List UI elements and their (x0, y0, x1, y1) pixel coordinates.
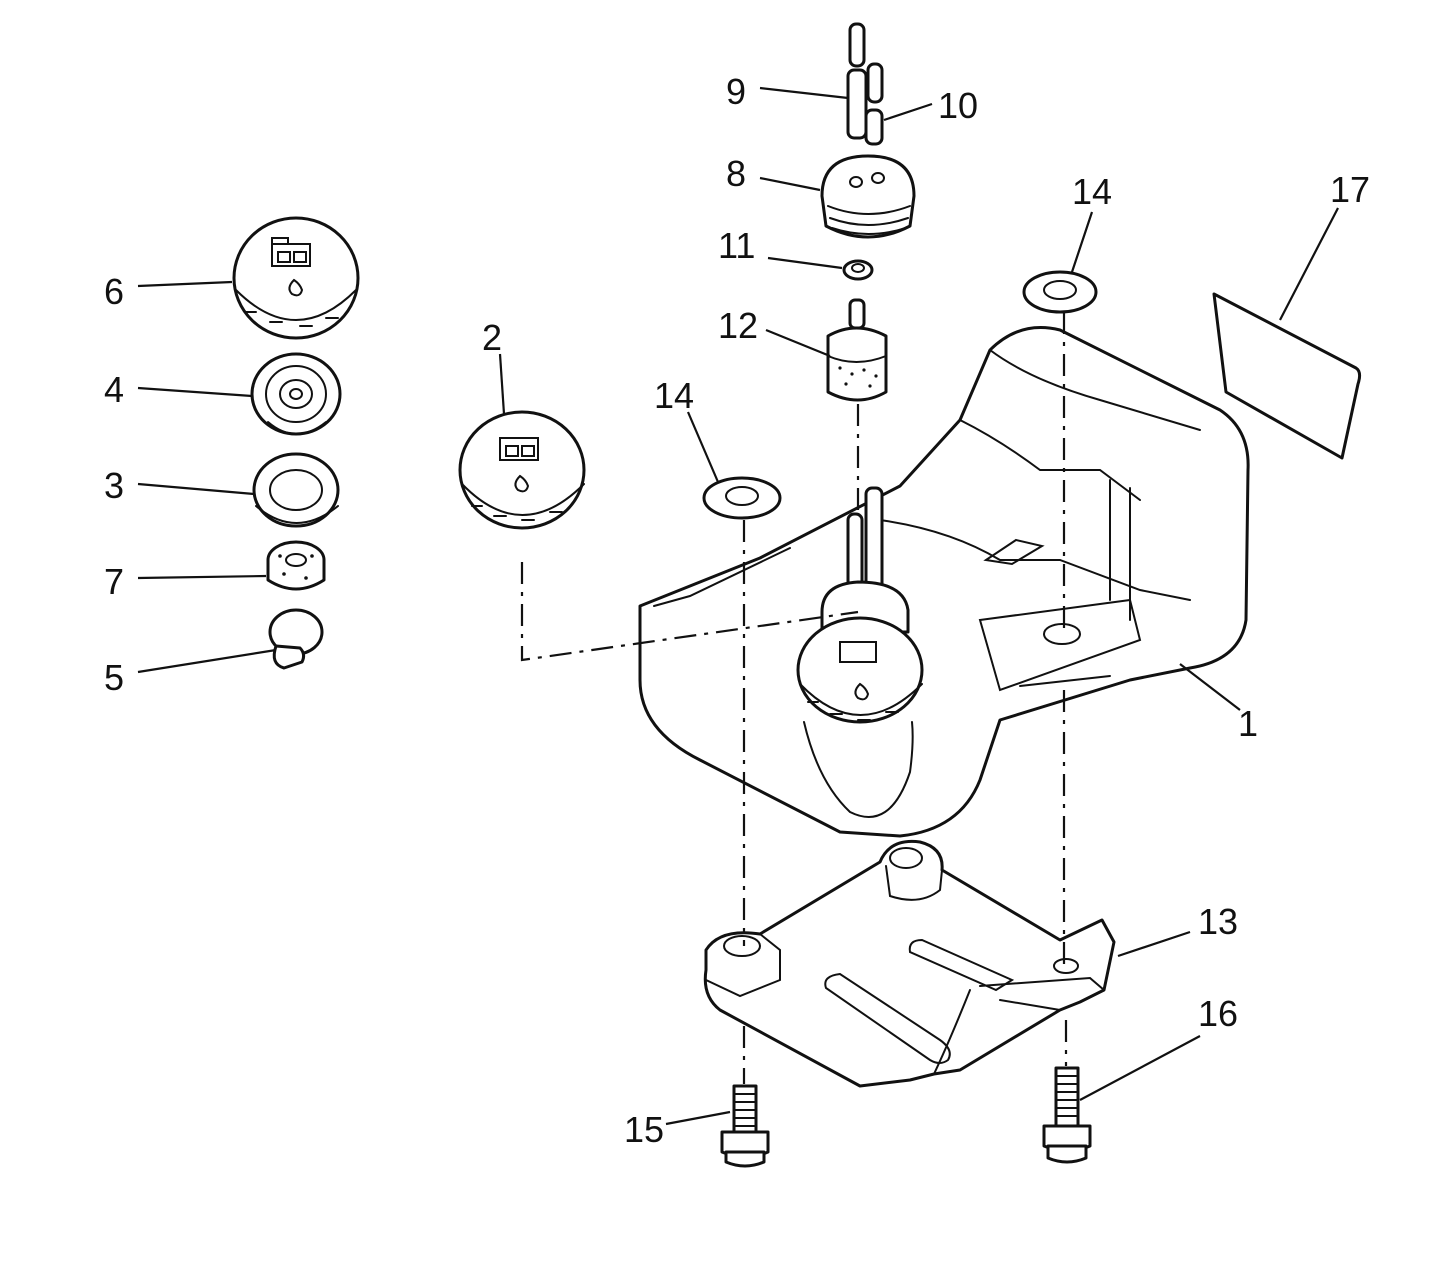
part-5-plug (268, 608, 324, 670)
part-2-fuel-cap (458, 410, 586, 530)
part-8-pickup-cap (820, 154, 916, 239)
callout-10: 10 (938, 85, 978, 126)
leader-lines (137, 86, 1339, 1126)
callout-15: 15 (624, 1109, 664, 1150)
part-11-ring (842, 259, 874, 281)
part-9-10-tubes (846, 22, 884, 146)
part-3-gasket (252, 452, 340, 528)
part-16-bolt (1042, 1066, 1092, 1164)
part-14-washer-right (1022, 270, 1098, 314)
callout-3: 3 (104, 465, 124, 506)
callout-8: 8 (726, 153, 746, 194)
oil-drop-icon (288, 278, 304, 297)
callout-numbers: 6 4 3 7 5 2 14 9 10 8 11 12 14 17 1 13 1… (104, 71, 1370, 1150)
part-17-label (1212, 292, 1362, 460)
callout-14b: 14 (1072, 171, 1112, 212)
callout-5: 5 (104, 657, 124, 698)
callout-4: 4 (104, 369, 124, 410)
part-14-washer-left (702, 476, 782, 520)
part-1-fuel-tank (638, 326, 1250, 838)
callout-17: 17 (1330, 169, 1370, 210)
part-13-base-plate (703, 839, 1116, 1088)
part-7-filter-element (266, 540, 326, 591)
callout-6: 6 (104, 271, 124, 312)
part-15-bolt (720, 1084, 770, 1168)
callout-7: 7 (104, 561, 124, 602)
callout-16: 16 (1198, 993, 1238, 1034)
callout-2: 2 (482, 317, 502, 358)
part-12-fuel-filter (826, 298, 888, 402)
callout-1: 1 (1238, 703, 1258, 744)
part-4-cap-inner (250, 352, 342, 436)
callout-11: 11 (718, 225, 755, 266)
part-6-fuel-cap (232, 216, 360, 340)
callout-13: 13 (1198, 901, 1238, 942)
callout-9: 9 (726, 71, 746, 112)
callout-14a: 14 (654, 375, 694, 416)
callout-12: 12 (718, 305, 758, 346)
alignment-lines (520, 312, 1068, 1084)
fuel-pump-icon (271, 237, 289, 245)
